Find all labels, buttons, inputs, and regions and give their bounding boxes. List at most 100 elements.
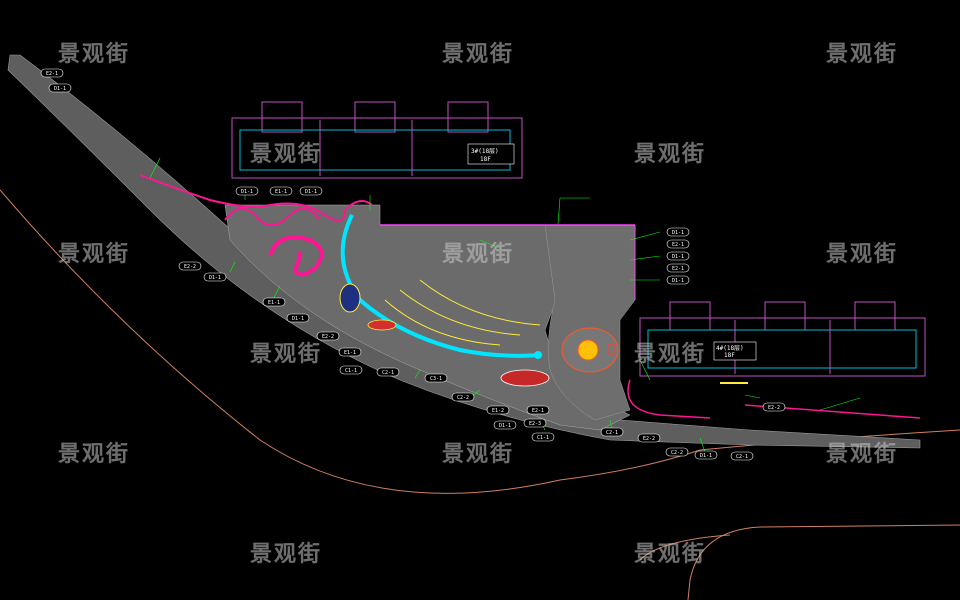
building-label-2-line1: 4#(18层) bbox=[716, 345, 744, 352]
walkway-strip bbox=[7, 54, 921, 449]
yellow-path-3 bbox=[419, 279, 541, 326]
tag-outline bbox=[694, 450, 718, 460]
red-marker bbox=[607, 343, 616, 355]
tag-label: D1-1 bbox=[499, 423, 511, 429]
yellow-path-2 bbox=[399, 289, 521, 336]
tag-outline bbox=[48, 83, 72, 93]
tag-label: E2-2 bbox=[184, 264, 196, 270]
tag-outline bbox=[338, 347, 362, 357]
tag-outline bbox=[203, 272, 227, 282]
tag-outline bbox=[526, 405, 550, 415]
tag-label: D1-1 bbox=[672, 254, 684, 260]
tag-outline bbox=[235, 186, 259, 196]
tag-label: D1-1 bbox=[672, 278, 684, 284]
tag-outline bbox=[531, 432, 555, 442]
tag-bubble: E2-2 bbox=[637, 433, 661, 443]
tag-label: E2-1 bbox=[672, 242, 684, 248]
tag-bubble: D1-1 bbox=[493, 420, 517, 430]
watermark-2: 景观街 bbox=[442, 42, 515, 67]
tag-label: E1-2 bbox=[492, 408, 504, 414]
building-label-1-line1: 3#(18层) bbox=[471, 148, 499, 155]
tag-bubble: C2-2 bbox=[665, 447, 689, 457]
tag-label: E2-2 bbox=[643, 436, 655, 442]
tag-outline bbox=[486, 405, 510, 415]
tag-bubble: D1-1 bbox=[48, 83, 72, 93]
tag-label: D1-1 bbox=[672, 230, 684, 236]
tag-label: E2-3 bbox=[529, 421, 541, 427]
tag-bubble: E2-1 bbox=[526, 405, 550, 415]
watermark-5: 景观街 bbox=[250, 142, 323, 167]
planting-bed-blue bbox=[339, 283, 361, 313]
tag-outline bbox=[666, 275, 690, 285]
spiral-bench bbox=[268, 235, 324, 277]
tag-outline bbox=[666, 251, 690, 261]
tag-outline bbox=[299, 186, 323, 196]
watermark-11: 景观街 bbox=[58, 442, 131, 467]
tag-label: E2-1 bbox=[532, 408, 544, 414]
tag-bubble: D1-1 bbox=[203, 272, 227, 282]
building-block-north bbox=[231, 101, 523, 179]
wave-wall bbox=[224, 207, 321, 226]
yellow-path-1 bbox=[384, 299, 501, 346]
planting-bed-south bbox=[500, 369, 550, 387]
watermark-15: 景观街 bbox=[634, 542, 707, 567]
tag-label: C1-1 bbox=[345, 368, 357, 374]
tag-label: E2-2 bbox=[768, 405, 780, 411]
building-label-1-line2: 18F bbox=[480, 156, 491, 163]
tag-bubble: D1-1 bbox=[666, 251, 690, 261]
tag-label: C2-1 bbox=[606, 430, 618, 436]
tag-label: C2-1 bbox=[382, 370, 394, 376]
tag-bubble: D1-1 bbox=[666, 275, 690, 285]
tag-bubble: E1-2 bbox=[486, 405, 510, 415]
tag-outline bbox=[178, 261, 202, 271]
tag-bubble: C1-1 bbox=[339, 365, 363, 375]
building-block-east bbox=[639, 301, 926, 377]
watermark-6: 景观街 bbox=[58, 242, 131, 267]
water-stream bbox=[340, 214, 541, 358]
tag-bubble: D1-1 bbox=[666, 227, 690, 237]
tag-bubble: E1-1 bbox=[338, 347, 362, 357]
watermark-10: 景观街 bbox=[634, 342, 707, 367]
tag-bubble: E2-2 bbox=[178, 261, 202, 271]
tag-outline bbox=[451, 392, 475, 402]
leader-lines bbox=[149, 157, 861, 453]
tag-bubble: D1-1 bbox=[694, 450, 718, 460]
watermark-8: 景观街 bbox=[826, 242, 899, 267]
east-plaza bbox=[544, 224, 636, 421]
watermark-4: 景观街 bbox=[634, 142, 707, 167]
tag-label: D1-1 bbox=[54, 86, 66, 92]
tag-bubble: C3-1 bbox=[424, 373, 448, 383]
tag-outline bbox=[523, 418, 547, 428]
watermark-9: 景观街 bbox=[250, 342, 323, 367]
tag-label: C1-1 bbox=[537, 435, 549, 441]
plaza-center-feature bbox=[577, 339, 599, 361]
tag-bubble: C2-1 bbox=[376, 367, 400, 377]
tag-outline bbox=[493, 420, 517, 430]
tag-outline bbox=[762, 402, 786, 412]
tag-outline bbox=[339, 365, 363, 375]
tag-bubble: E2-1 bbox=[666, 263, 690, 273]
tag-label: E1-1 bbox=[275, 189, 287, 195]
watermark-3: 景观街 bbox=[826, 42, 899, 67]
tag-bubble: E2-2 bbox=[316, 331, 340, 341]
building-label-2-line2: 18F bbox=[724, 352, 735, 359]
tag-outline bbox=[666, 239, 690, 249]
tag-outline bbox=[730, 451, 754, 461]
tag-label: D1-1 bbox=[305, 189, 317, 195]
tag-outline bbox=[316, 331, 340, 341]
tag-outline bbox=[600, 427, 624, 437]
tag-outline bbox=[262, 297, 286, 307]
tag-bubble: C2-2 bbox=[451, 392, 475, 402]
tag-bubble: D1-1 bbox=[299, 186, 323, 196]
tag-bubble: E2-1 bbox=[666, 239, 690, 249]
tag-label: C3-1 bbox=[430, 376, 442, 382]
tag-label: E2-1 bbox=[46, 71, 58, 77]
tag-label: C2-2 bbox=[457, 395, 469, 401]
building-label-box-2 bbox=[713, 341, 757, 361]
tag-bubble: E1-1 bbox=[269, 186, 293, 196]
tag-outline bbox=[424, 373, 448, 383]
tag-outline bbox=[637, 433, 661, 443]
tag-label: C2-2 bbox=[671, 450, 683, 456]
